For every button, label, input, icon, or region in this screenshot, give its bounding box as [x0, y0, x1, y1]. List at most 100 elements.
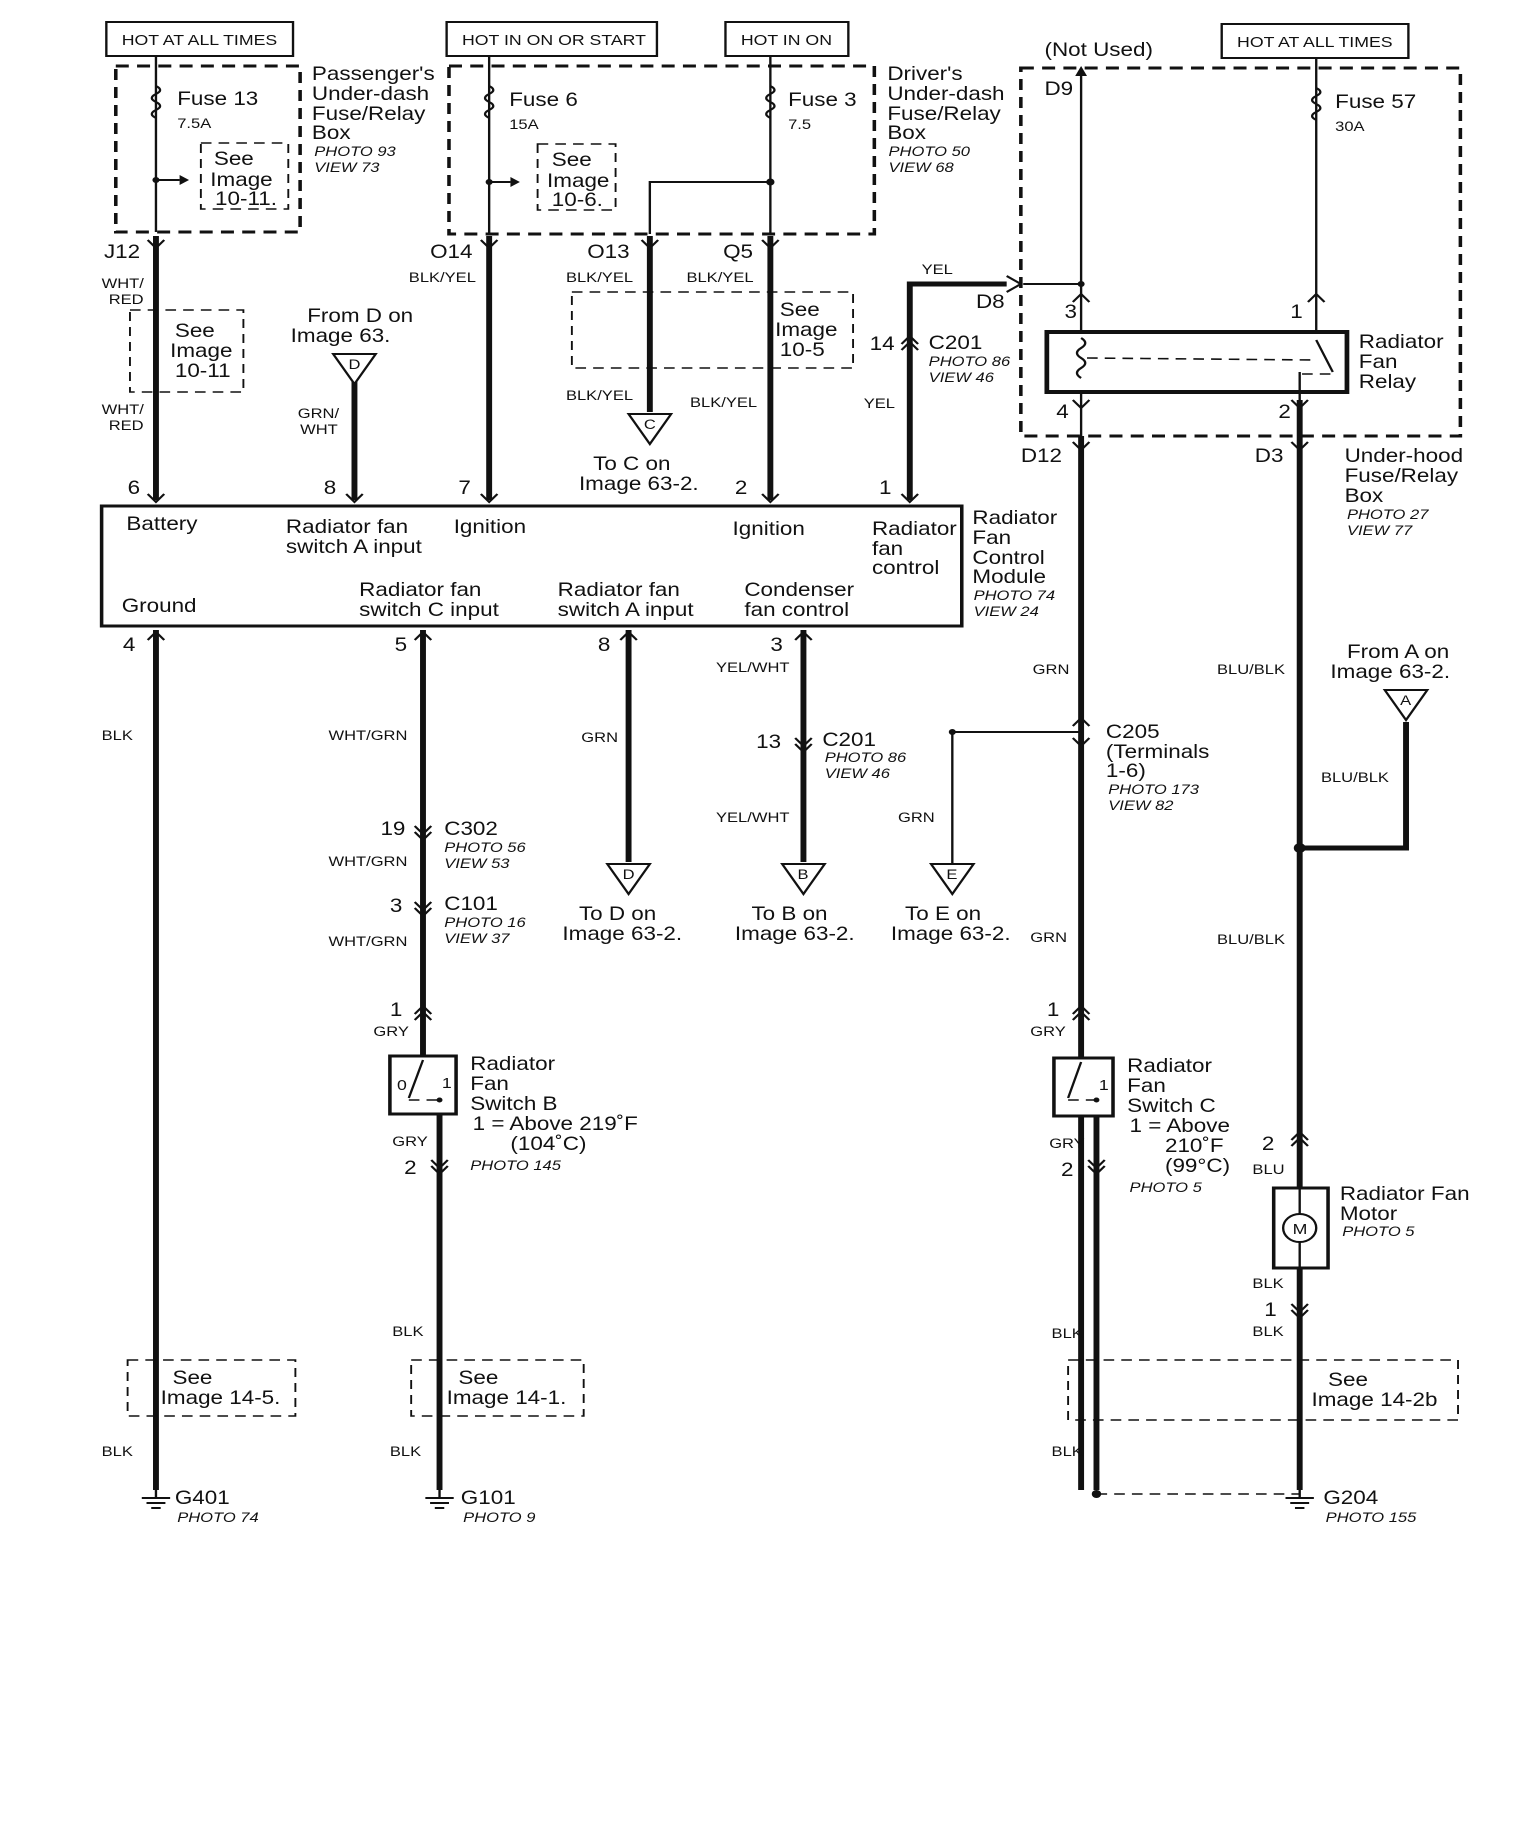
wire-color: GRN [581, 730, 618, 746]
box-name: Under-dash [887, 84, 1004, 105]
from-d-text: From D on [307, 306, 413, 327]
wire-color: BLK/YEL [690, 395, 757, 411]
driver-fuse-relay-box: Fuse 6 15A See Image 10-6. Fuse 3 7.5 Dr… [447, 56, 1005, 236]
ground-icon [141, 1490, 171, 1509]
wire-e-branch-grn [951, 731, 1082, 864]
view-ref: VIEW 37 [444, 931, 510, 947]
relay-name: Fan [1359, 352, 1398, 373]
module-pin-chevrons [146, 630, 813, 641]
relay-name: Radiator [1359, 332, 1444, 353]
connector-label: C201 [822, 730, 876, 751]
wire-color: BLK/YEL [566, 270, 633, 286]
wire-color: GRN [1030, 930, 1067, 946]
switch-arm [407, 1059, 425, 1099]
connector-chevron [1071, 1004, 1091, 1021]
switch-name: Radiator [1127, 1056, 1212, 1077]
to-d-text: To D on [579, 904, 656, 925]
header-box-hot-in-on-or-start [445, 21, 659, 57]
connector-chevron [1290, 441, 1309, 452]
power-headers: HOT AT ALL TIMES HOT IN ON OR START HOT … [105, 21, 1410, 61]
module-text: fan control [744, 600, 849, 621]
see-image-box [1067, 1359, 1459, 1421]
offpage-connector-e-icon [928, 863, 976, 896]
connector-label: C201 [929, 333, 983, 354]
box-outline [447, 64, 877, 236]
wire-color: BLU/BLK [1217, 662, 1286, 678]
box-name: Box [312, 123, 351, 144]
connector-pin: 1 [390, 1000, 402, 1021]
from-a-text: From A on [1347, 642, 1449, 663]
module-pin: 7 [458, 478, 470, 499]
switch-contact [1093, 1097, 1100, 1103]
ground-label: G101 [461, 1488, 516, 1509]
wire-color: WHT/GRN [328, 934, 407, 950]
see-text: Image [210, 170, 272, 191]
switch-spec: (99°C) [1165, 1156, 1230, 1177]
see-text: Image 14-5. [161, 1388, 281, 1409]
connector-pin: 1 [1264, 1300, 1276, 1321]
connector-chevron [413, 901, 433, 918]
switch-name: Switch C [1127, 1096, 1216, 1117]
see-image-box [410, 1359, 585, 1417]
connector-pin: 2 [1061, 1160, 1073, 1181]
wire-color: BLU/BLK [1217, 932, 1286, 948]
box-name: Passenger's [312, 64, 435, 85]
fuse-3-icon [765, 85, 776, 119]
header-box-hot-at-all-times-2 [1220, 23, 1410, 59]
photo-ref: PHOTO 173 [1108, 782, 1199, 798]
module-text: Radiator fan [286, 517, 408, 538]
module-text: Battery [126, 514, 198, 535]
relay-pin: 2 [1278, 402, 1290, 423]
box-outline [1019, 66, 1463, 438]
motor-letter: M [1293, 1221, 1308, 1237]
wire-color: YEL [864, 396, 895, 412]
module-text: Ignition [454, 517, 526, 538]
module-pin: 6 [128, 478, 140, 499]
module-text: Ground [122, 596, 197, 617]
offpage-connector-d-icon [605, 863, 652, 896]
see-text: See [458, 1368, 498, 1389]
module-text: Ignition [733, 519, 805, 540]
connector-chevron [761, 239, 780, 250]
to-e-text: Image 63-2. [891, 924, 1011, 945]
connector-letter: B [798, 867, 809, 883]
see-image-box [129, 309, 245, 393]
connector-chevron [794, 737, 813, 754]
switch-contact [436, 1097, 443, 1103]
connector-pin: 3 [390, 896, 402, 917]
fuse-13-icon [150, 85, 162, 119]
switch-name: Fan [470, 1074, 509, 1095]
top-wiring: J12 O14 O13 Q5 WHT/ RED WHT/ RED See Ima… [102, 236, 1326, 1490]
switch-b-body [388, 1054, 458, 1116]
wire-color: WHT/ [102, 402, 145, 418]
to-b-text: Image 63-2. [735, 924, 855, 945]
splice-dot [1077, 281, 1085, 287]
wire-color: WHT/GRN [328, 854, 407, 870]
switch-spec: 210˚F [1165, 1136, 1224, 1157]
wire-color: BLU/BLK [1321, 770, 1390, 786]
photo-ref: PHOTO 16 [444, 915, 526, 931]
pin-label: D3 [1255, 446, 1284, 467]
ground-label: G401 [175, 1488, 230, 1509]
header-label: HOT AT ALL TIMES [122, 32, 278, 48]
wire-color: BLK/YEL [566, 388, 633, 404]
connector-chevron [1290, 399, 1309, 410]
connector-pin: 13 [756, 732, 781, 753]
connector-letter: D [349, 357, 361, 373]
wire-color: GRY [373, 1024, 409, 1040]
ground-section: BLK BLK See Image 14-5. See Image 14-1. … [102, 1324, 1459, 1526]
photo-ref: PHOTO 86 [825, 750, 907, 766]
splice-dot [1091, 1490, 1102, 1498]
connector-letter: D [623, 867, 635, 883]
wire-color: GRY [1049, 1136, 1085, 1152]
wire-color: RED [109, 292, 144, 308]
fuse-6-label: Fuse 6 [509, 90, 578, 111]
fuse-6-amp: 15A [509, 117, 539, 133]
photo-ref: PHOTO 86 [929, 354, 1011, 370]
radiator-fan-switch-c: 1 GRY 1 Radiator Fan Switch C 1 = Above … [1030, 1000, 1230, 1490]
connector-label: O13 [587, 242, 629, 263]
relay-coil-icon [1075, 337, 1087, 379]
under-hood-fuse-relay-box: D9 Fuse 57 30A D8 3 1 Radiator Fan Relay… [976, 58, 1463, 539]
fuse-3-amp: 7.5 [788, 117, 811, 133]
fuse-6-icon [483, 85, 495, 119]
